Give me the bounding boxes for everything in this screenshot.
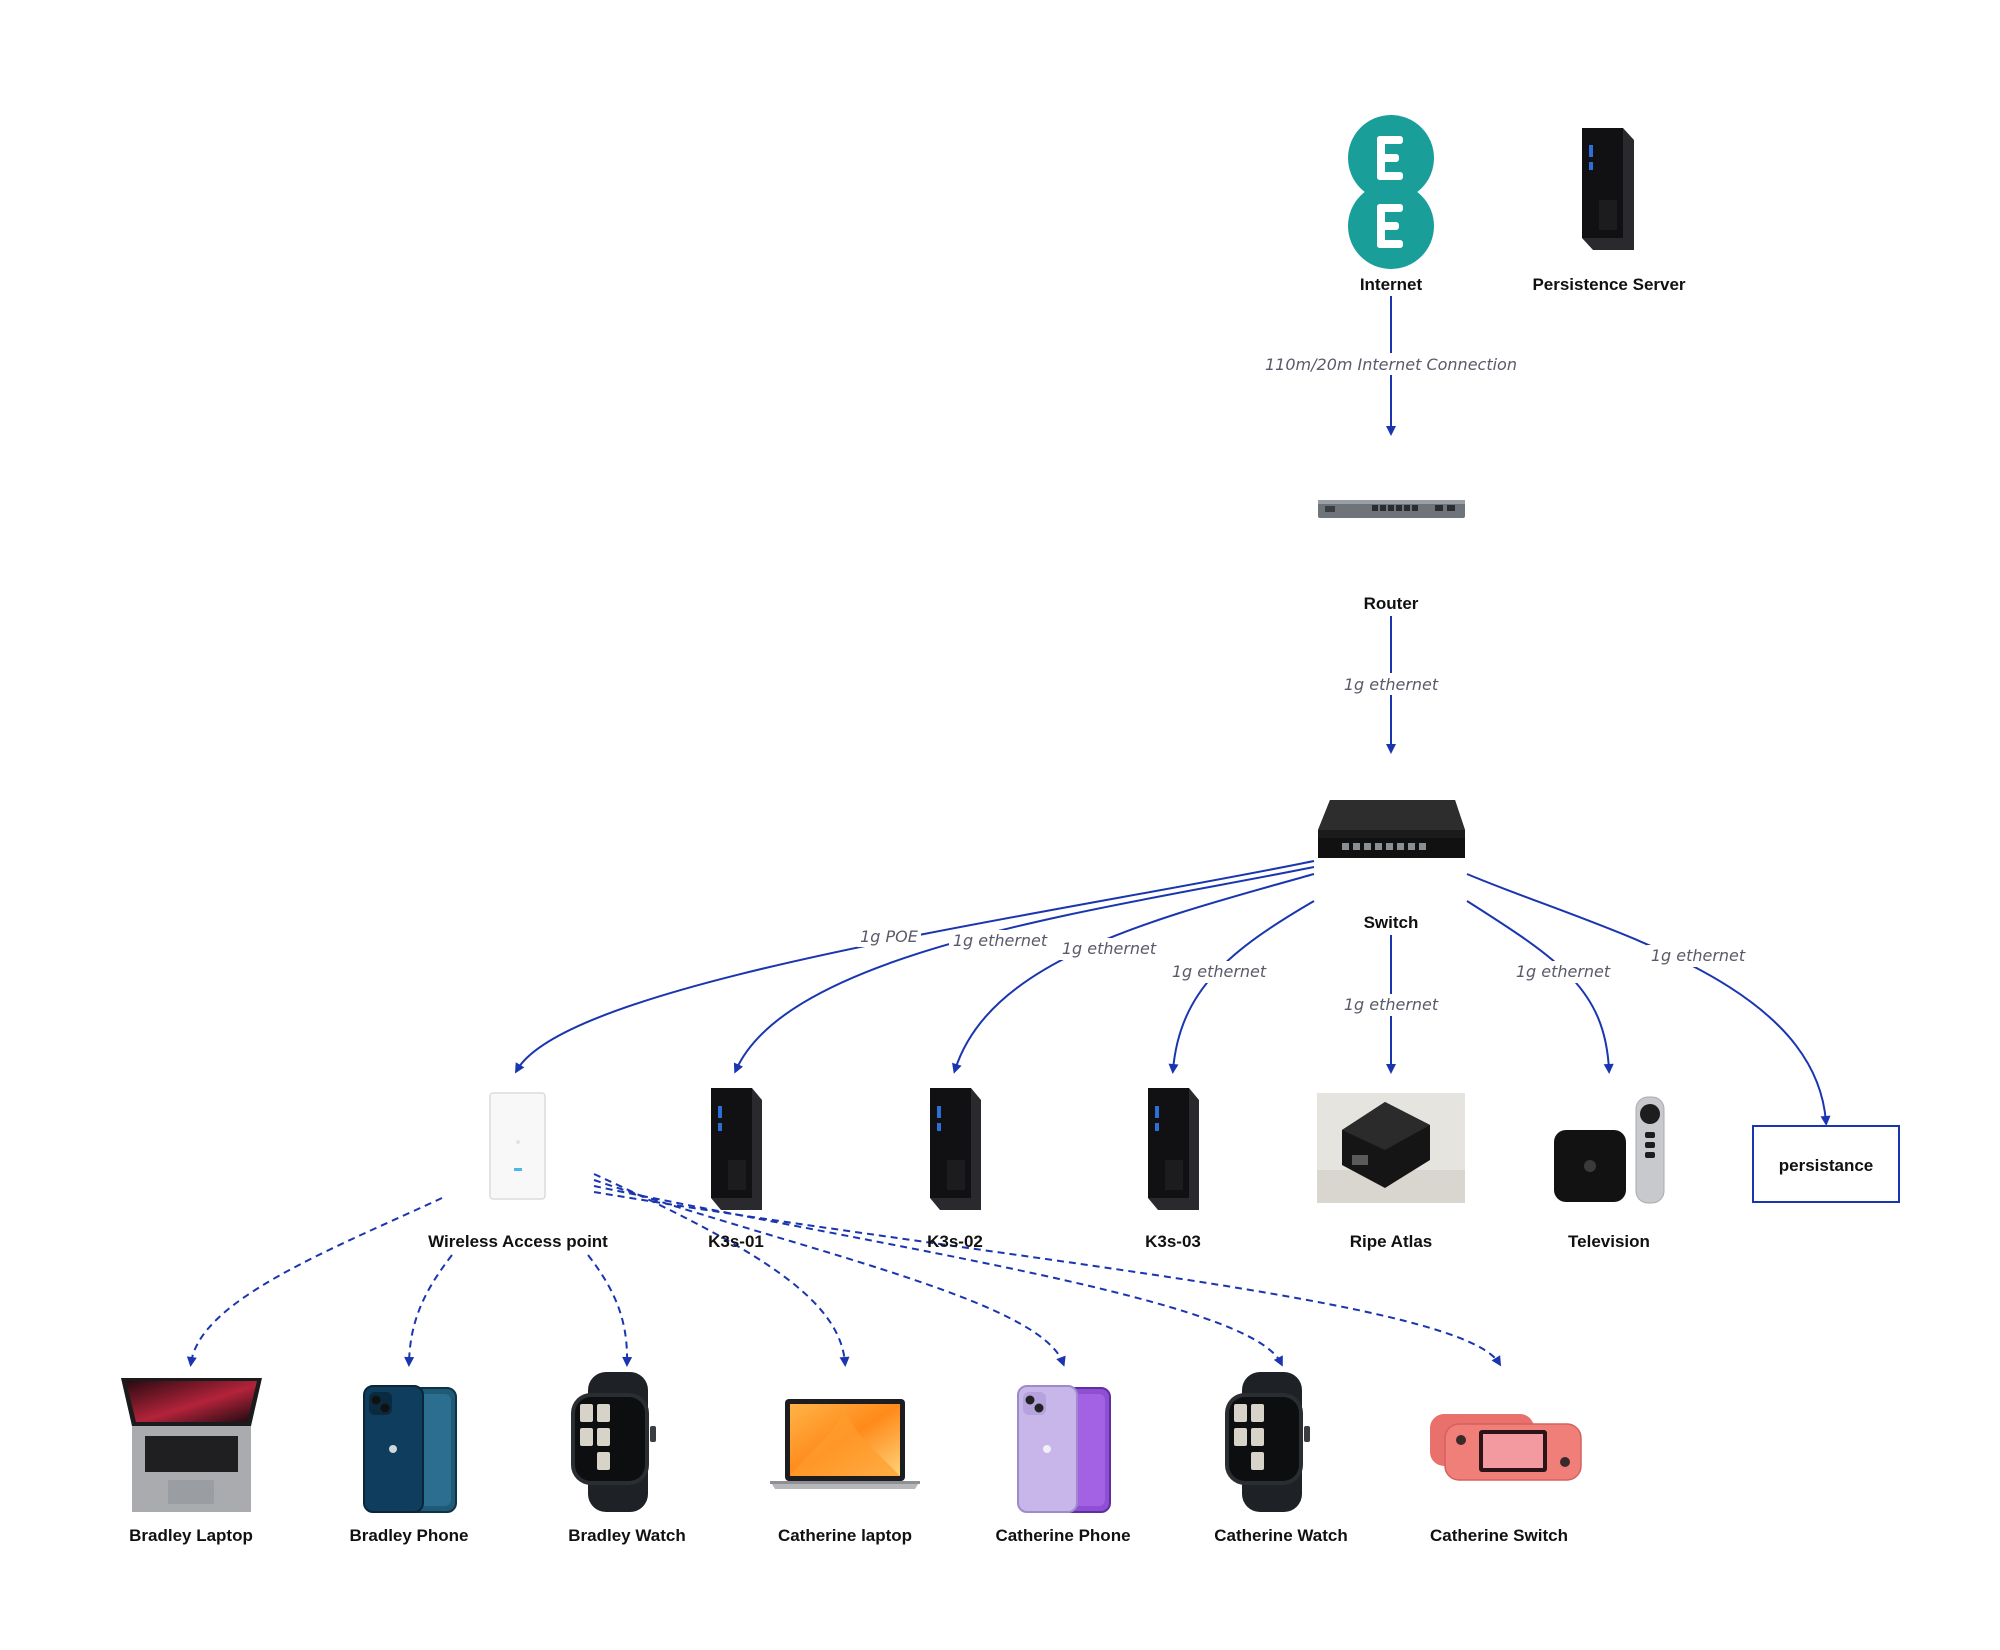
- edge-label-internet-router: 110m/20m Internet Connection: [1265, 355, 1517, 374]
- node-persistance[interactable]: persistance: [1752, 1125, 1900, 1203]
- node-ripe-atlas[interactable]: Ripe Atlas: [1317, 1093, 1465, 1251]
- edge-label-switch-k3s02: 1g ethernet: [1062, 939, 1157, 958]
- node-persistence-server[interactable]: Persistence Server: [1532, 128, 1686, 294]
- node-label-persistence-server: Persistence Server: [1532, 275, 1685, 294]
- node-internet[interactable]: Internet: [1348, 115, 1434, 294]
- ee-logo-icon: [1348, 115, 1434, 269]
- node-label-k3s01: K3s-01: [708, 1232, 764, 1251]
- node-label-router: Router: [1364, 594, 1419, 613]
- node-label-ripe-atlas: Ripe Atlas: [1350, 1232, 1433, 1251]
- node-label-catherine-laptop: Catherine laptop: [778, 1526, 912, 1545]
- edge-label-switch-k3s01: 1g ethernet: [953, 931, 1048, 950]
- node-bradley-phone[interactable]: Bradley Phone: [349, 1385, 469, 1545]
- watch-icon: [1225, 1372, 1310, 1512]
- edge-label-switch-ripe: 1g ethernet: [1344, 995, 1439, 1014]
- node-catherine-phone[interactable]: Catherine Phone: [995, 1385, 1131, 1545]
- node-television[interactable]: Television: [1554, 1096, 1665, 1251]
- node-bradley-laptop[interactable]: Bradley Laptop: [121, 1378, 262, 1545]
- probe-box-icon: [1317, 1093, 1465, 1203]
- node-k3s01[interactable]: K3s-01: [708, 1088, 764, 1251]
- edge-labels: 110m/20m Internet Connection 1g ethernet…: [857, 353, 1749, 1016]
- node-label-catherine-watch: Catherine Watch: [1214, 1526, 1348, 1545]
- network-switch-icon: [1318, 800, 1465, 858]
- node-catherine-laptop[interactable]: Catherine laptop: [770, 1399, 920, 1545]
- edge-wap-catherine-laptop: [593, 1173, 850, 1367]
- apple-tv-icon: [1554, 1096, 1665, 1204]
- edge-label-router-switch: 1g ethernet: [1344, 675, 1439, 694]
- edge-wap-bradley-phone: [404, 1254, 453, 1367]
- node-label-catherine-switch: Catherine Switch: [1430, 1526, 1568, 1545]
- macbook-air-icon: [770, 1399, 920, 1489]
- node-catherine-watch[interactable]: Catherine Watch: [1214, 1372, 1348, 1545]
- node-label-bradley-watch: Bradley Watch: [568, 1526, 685, 1545]
- node-label-persistance: persistance: [1779, 1156, 1874, 1175]
- node-k3s03[interactable]: K3s-03: [1145, 1088, 1201, 1251]
- edge-wap-catherine-watch: [593, 1185, 1283, 1367]
- edge-label-switch-persistance: 1g ethernet: [1651, 946, 1746, 965]
- watch-icon: [571, 1372, 656, 1512]
- edge-switch-k3s03: [1168, 900, 1315, 1074]
- node-label-television: Television: [1568, 1232, 1650, 1251]
- solid-edges: [514, 296, 1831, 1126]
- edge-wap-bradley-laptop: [186, 1197, 443, 1367]
- node-catherine-switch[interactable]: Catherine Switch: [1430, 1414, 1582, 1545]
- edge-switch-tv: [1466, 900, 1614, 1074]
- node-label-wap: Wireless Access point: [428, 1232, 608, 1251]
- node-label-bradley-laptop: Bradley Laptop: [129, 1526, 253, 1545]
- wifi-edges: [186, 1173, 1502, 1367]
- node-wap[interactable]: Wireless Access point: [428, 1092, 608, 1251]
- mini-pc-icon: [1148, 1088, 1199, 1210]
- iphone-blue-icon: [363, 1385, 457, 1513]
- router-icon: [1318, 500, 1465, 518]
- node-router[interactable]: Router: [1318, 500, 1465, 613]
- mini-pc-icon: [711, 1088, 762, 1210]
- edge-wap-catherine-switch: [593, 1191, 1502, 1367]
- mini-pc-icon: [1582, 128, 1634, 250]
- macbook-pro-icon: [121, 1378, 262, 1512]
- node-label-internet: Internet: [1360, 275, 1423, 294]
- game-console-icon: [1430, 1414, 1582, 1481]
- node-k3s02[interactable]: K3s-02: [927, 1088, 983, 1251]
- access-point-icon: [489, 1092, 546, 1200]
- edge-label-switch-tv: 1g ethernet: [1516, 962, 1611, 981]
- edge-switch-persistance: [1466, 873, 1831, 1126]
- edge-wap-bradley-watch: [587, 1254, 633, 1367]
- edge-label-switch-k3s03: 1g ethernet: [1172, 962, 1267, 981]
- edge-label-switch-wap: 1g POE: [860, 927, 919, 946]
- node-label-switch: Switch: [1364, 913, 1419, 932]
- node-label-k3s02: K3s-02: [927, 1232, 983, 1251]
- node-bradley-watch[interactable]: Bradley Watch: [568, 1372, 686, 1545]
- edge-switch-wap: [514, 860, 1315, 1074]
- iphone-purple-icon: [1017, 1385, 1111, 1513]
- node-label-k3s03: K3s-03: [1145, 1232, 1201, 1251]
- mini-pc-icon: [930, 1088, 981, 1210]
- node-label-bradley-phone: Bradley Phone: [349, 1526, 468, 1545]
- edge-wap-catherine-phone: [593, 1179, 1066, 1367]
- node-switch[interactable]: Switch: [1318, 800, 1465, 932]
- node-label-catherine-phone: Catherine Phone: [995, 1526, 1130, 1545]
